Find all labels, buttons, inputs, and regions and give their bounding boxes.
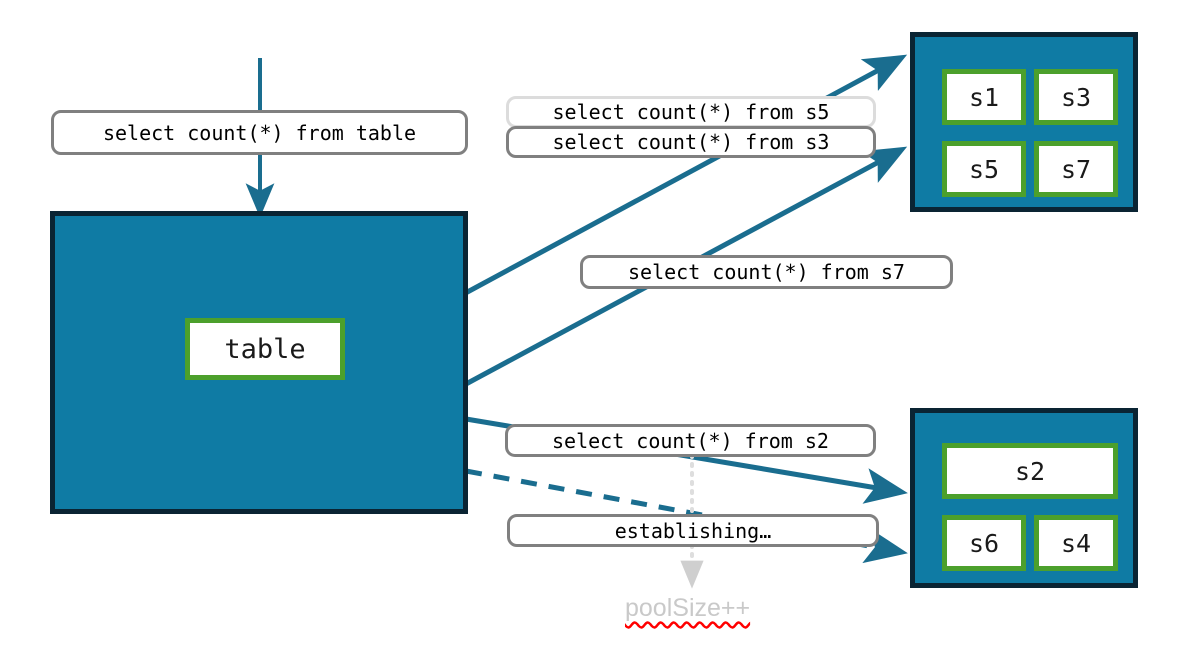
cell-s3-label: s3 bbox=[1060, 82, 1092, 112]
cell-s1[interactable]: s1 bbox=[942, 69, 1026, 125]
cell-s7-label: s7 bbox=[1060, 154, 1092, 184]
query-label-s5[interactable]: select count(*) from s5 bbox=[506, 96, 876, 128]
cell-s4[interactable]: s4 bbox=[1034, 515, 1118, 571]
annotation-poolsize: poolSize++ bbox=[625, 594, 751, 622]
query-label-table[interactable]: select count(*) from table bbox=[51, 110, 468, 155]
cell-s7[interactable]: s7 bbox=[1034, 141, 1118, 197]
shard-group-lower[interactable]: s2 s6 s4 bbox=[910, 408, 1138, 588]
query-label-s7[interactable]: select count(*) from s7 bbox=[580, 255, 953, 289]
cell-s2[interactable]: s2 bbox=[942, 443, 1118, 499]
cell-s2-label: s2 bbox=[1014, 456, 1046, 486]
cell-s1-label: s1 bbox=[968, 82, 1000, 112]
cell-s4-label: s4 bbox=[1060, 528, 1092, 558]
shard-group-upper[interactable]: s1 s3 s5 s7 bbox=[910, 32, 1138, 212]
status-label-establishing[interactable]: establishing… bbox=[507, 514, 879, 547]
cell-s6-label: s6 bbox=[968, 528, 1000, 558]
query-label-s3[interactable]: select count(*) from s3 bbox=[506, 126, 876, 158]
table-container[interactable]: table bbox=[50, 211, 468, 514]
query-label-s2[interactable]: select count(*) from s2 bbox=[505, 424, 876, 457]
cell-table-label: table bbox=[224, 333, 306, 365]
cell-s5-label: s5 bbox=[968, 154, 1000, 184]
cell-s3[interactable]: s3 bbox=[1034, 69, 1118, 125]
cell-table[interactable]: table bbox=[185, 318, 345, 380]
cell-s6[interactable]: s6 bbox=[942, 515, 1026, 571]
cell-s5[interactable]: s5 bbox=[942, 141, 1026, 197]
